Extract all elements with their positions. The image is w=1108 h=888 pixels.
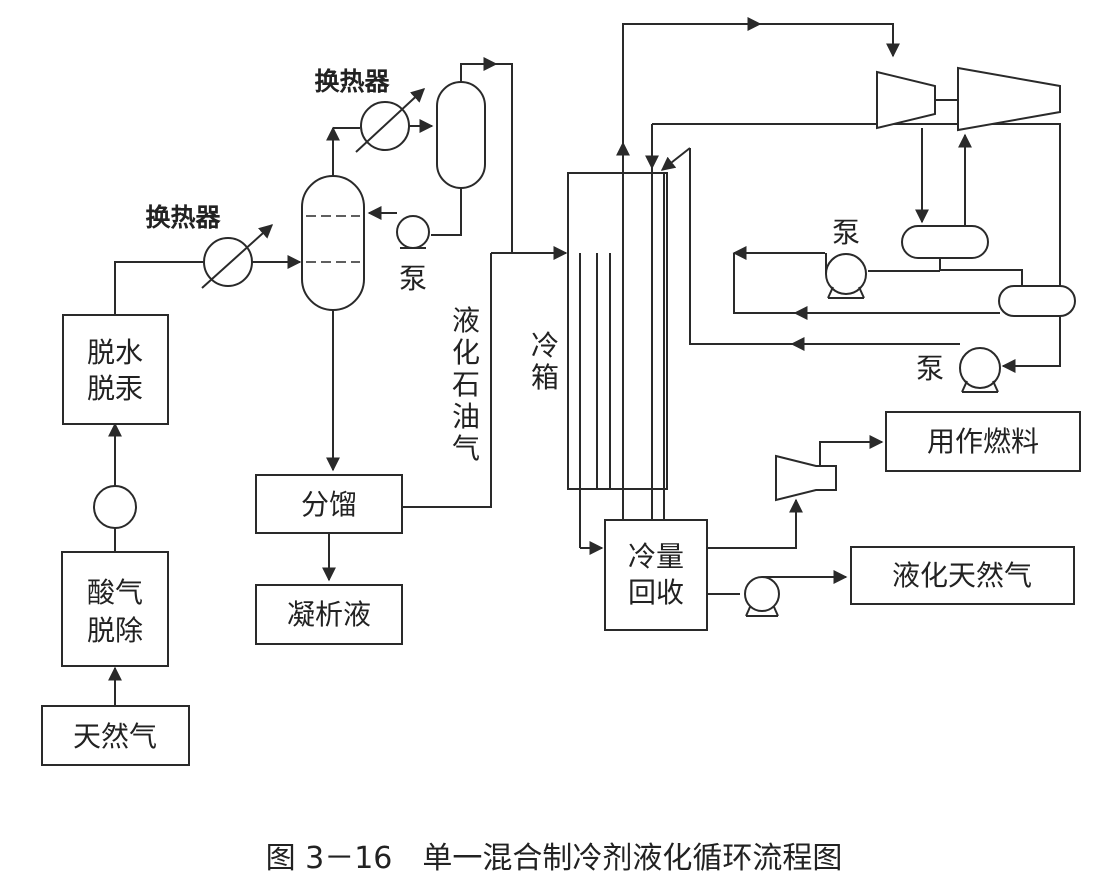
flow-line: [689, 148, 792, 345]
lng-pump: [744, 576, 780, 617]
flow-arrow: [819, 435, 884, 466]
natural-gas-box: 天然气: [41, 705, 190, 766]
fuel-label: 用作燃料: [927, 425, 1039, 458]
svg-text:箱: 箱: [531, 361, 559, 394]
condensate-box: 凝析液: [255, 584, 403, 645]
flow-arrow: [660, 147, 691, 171]
lpg-label: 液 化 石 油 气: [452, 304, 480, 465]
cold-recovery-label-1: 冷量: [628, 540, 684, 573]
acid-gas-removal-label-1: 酸气: [87, 576, 143, 609]
compressor-2: [957, 66, 1061, 132]
cold-box-label: 冷 箱: [531, 329, 559, 394]
cold-box: [567, 172, 668, 490]
figure-caption: 图 3－16 单一混合制冷剂液化循环流程图: [266, 841, 843, 876]
acid-gas-removal-label-2: 脱除: [87, 614, 143, 647]
pump-right-1: 泵: [825, 216, 867, 299]
lng-box: 液化天然气: [850, 546, 1075, 605]
flow-line: [114, 261, 203, 315]
acid-gas-removal-box: 酸气 脱除: [61, 551, 169, 667]
separator-1: [901, 225, 989, 259]
heat-exchanger-1-label: 换热器: [145, 203, 221, 232]
svg-text:化: 化: [452, 336, 480, 369]
flow-line: [652, 123, 1061, 288]
cold-recovery-label-2: 回收: [628, 576, 684, 609]
pump-right-2-label: 泵: [916, 352, 944, 385]
separator-2: [998, 285, 1076, 317]
svg-text:油: 油: [452, 400, 480, 433]
svg-text:液: 液: [452, 304, 480, 337]
fractionation-box: 分馏: [255, 474, 403, 534]
pump-right-2: 泵: [916, 347, 1001, 393]
pump-top-label: 泵: [399, 262, 427, 295]
flow-line: [496, 63, 513, 253]
reflux-drum: [436, 81, 486, 189]
cold-recovery-box: 冷量 回收: [604, 519, 708, 631]
compressor-1: [876, 70, 936, 130]
svg-text:冷: 冷: [531, 329, 559, 362]
heat-exchanger-2: 换热器: [314, 67, 426, 153]
flow-arrow: [460, 57, 498, 82]
flow-arrow: [622, 23, 900, 143]
expander: [775, 454, 837, 502]
svg-text:石: 石: [452, 368, 480, 401]
compressor-circle: [93, 485, 137, 529]
svg-text:气: 气: [452, 432, 480, 465]
dehydration-label-1: 脱水: [87, 336, 143, 369]
flow-line: [402, 253, 492, 508]
flow-line: [707, 500, 797, 549]
natural-gas-label: 天然气: [73, 720, 157, 753]
dehydration-label-2: 脱汞: [87, 372, 143, 405]
reflux-pump: 泵: [396, 215, 430, 295]
fuel-box: 用作燃料: [885, 411, 1081, 472]
lng-label: 液化天然气: [892, 559, 1032, 592]
pump-right-1-label: 泵: [832, 216, 860, 249]
flow-line: [940, 269, 1023, 286]
dehydration-box: 脱水 脱汞: [62, 314, 169, 425]
flow-arrow: [1001, 316, 1061, 373]
fractionation-column: [301, 175, 365, 311]
heat-exchanger-2-label: 换热器: [314, 67, 390, 96]
flow-line: [733, 253, 810, 314]
condensate-label: 凝析液: [287, 598, 371, 631]
flow-line: [431, 188, 462, 236]
fractionation-label: 分馏: [301, 488, 357, 521]
heat-exchanger-1: 换热器: [145, 203, 274, 289]
